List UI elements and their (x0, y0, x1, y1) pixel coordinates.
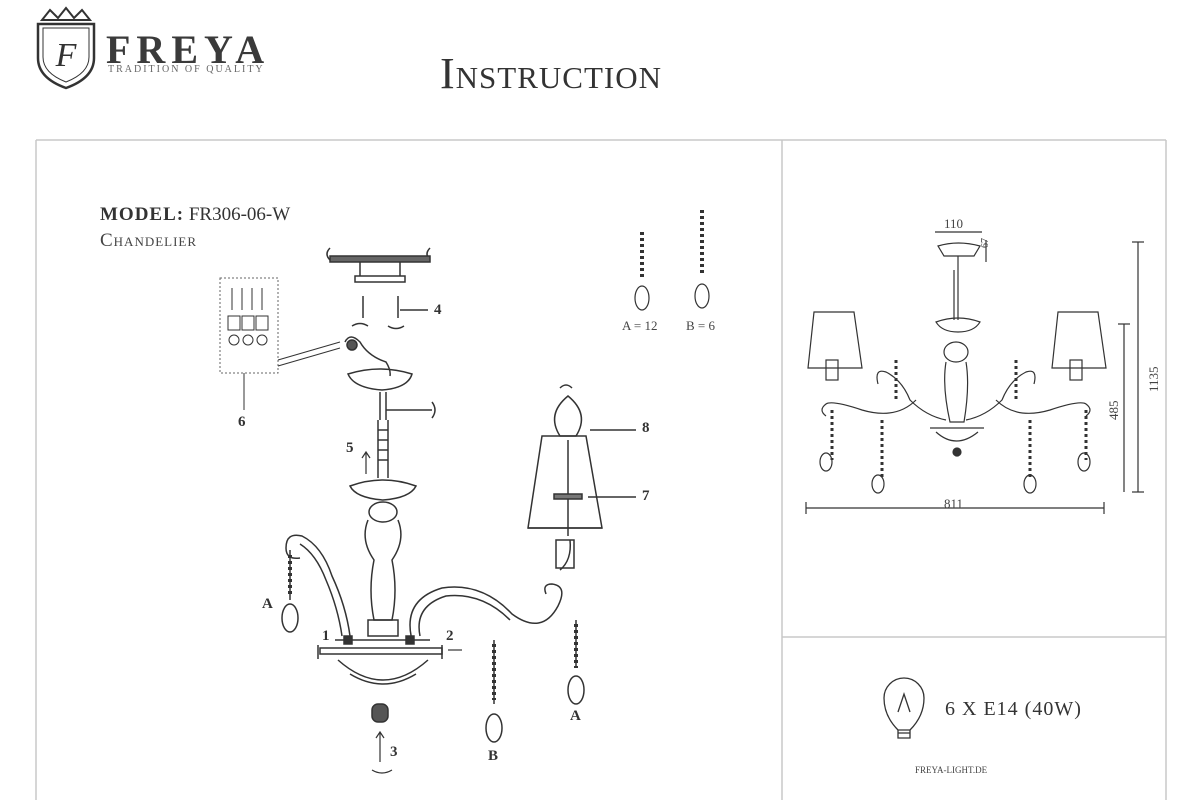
callout-8: 8 (642, 420, 650, 436)
dim-total-height: 1135 (1146, 366, 1161, 392)
dim-canopy-width: 110 (944, 216, 964, 231)
model-line: MODEL: FR306-06-W (100, 204, 290, 226)
product-type: Chandelier (100, 230, 198, 251)
callout-7: 7 (642, 488, 650, 504)
crystal-samples (634, 210, 710, 311)
right-arm (409, 384, 636, 743)
bulb-icon (883, 677, 925, 739)
callout-2: 2 (446, 628, 454, 644)
crystal-count-a: A = 12 (622, 318, 658, 333)
dim-width: 811 (944, 496, 964, 511)
dimension-drawing (805, 231, 1144, 514)
callout-3: 3 (390, 744, 398, 760)
website: FREYA-LIGHT.DE (915, 765, 988, 775)
assembly-arrows (361, 450, 462, 774)
logo: F (30, 6, 310, 96)
callout-5: 5 (346, 440, 354, 456)
logo-crest-icon: F (36, 6, 96, 90)
left-arm (281, 534, 351, 637)
page-title: Instruction (440, 49, 662, 98)
dim-canopy-height: 67 (980, 238, 991, 248)
arm-bowl (317, 635, 443, 723)
crystal-a-label-right: A (570, 708, 581, 724)
crystal-a-label-left: A (262, 596, 273, 612)
brand-tagline: TRADITION OF QUALITY (108, 64, 265, 75)
callout-1: 1 (322, 628, 330, 644)
hardware-inset (219, 277, 341, 410)
model-code: FR306-06-W (188, 204, 291, 225)
canopy-assembly (344, 336, 436, 637)
crystal-count-b: B = 6 (686, 318, 716, 333)
brand-name: FREYA (106, 27, 271, 72)
dim-body-height: 485 (1106, 400, 1121, 421)
callout-6: 6 (238, 414, 246, 430)
crystal-b-label: B (488, 748, 499, 764)
bulb-spec: 6 X E14 (40W) (945, 698, 1082, 720)
ceiling-mount (326, 247, 431, 330)
logo-letter: F (55, 37, 78, 74)
callout-4: 4 (434, 302, 442, 318)
model-label: MODEL: (100, 204, 185, 225)
